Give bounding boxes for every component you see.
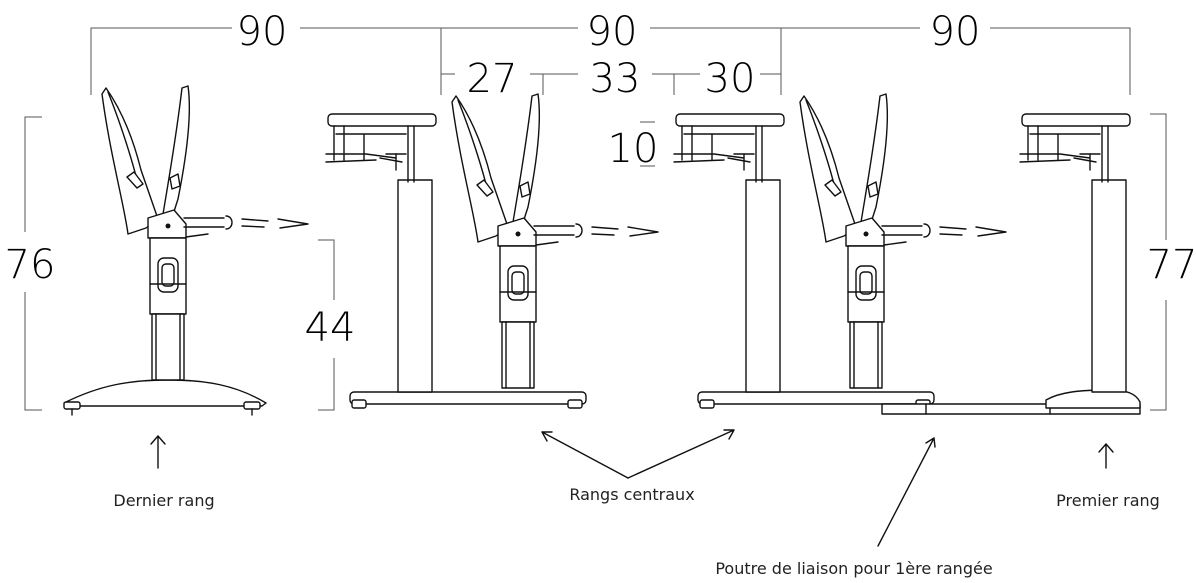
last-row-arrow <box>150 435 166 469</box>
height-label-rear: 76 <box>5 242 56 288</box>
tablet-depth-line <box>640 121 655 167</box>
spacing-label-2: 33 <box>590 56 641 102</box>
top-dimension-lines <box>90 27 1131 95</box>
beam-arrow <box>877 437 936 547</box>
spacing-label-1: 27 <box>467 56 518 102</box>
side-dimension-lines <box>24 113 1167 411</box>
width-label-middle: 90 <box>587 9 638 55</box>
connecting-beam <box>881 403 1141 415</box>
central-row-unit-1 <box>325 93 659 409</box>
tablet-depth-label: 10 <box>608 126 659 172</box>
first-row-stand <box>1019 113 1141 409</box>
last-row-label: Dernier rang <box>113 491 214 510</box>
beam-label: Poutre de liaison pour 1ère rangée <box>715 559 992 578</box>
width-label-left: 90 <box>237 9 288 55</box>
central-rows-arrows <box>541 429 735 479</box>
central-row-unit-2 <box>673 93 1007 409</box>
first-row-label: Premier rang <box>1056 491 1160 510</box>
height-label-front: 77 <box>1147 242 1196 288</box>
width-label-right: 90 <box>930 9 981 55</box>
central-rows-label: Rangs centraux <box>569 485 694 504</box>
spacing-label-3: 30 <box>705 56 756 102</box>
last-row-chair <box>63 85 309 416</box>
seat-height-label: 44 <box>305 305 356 351</box>
first-row-arrow <box>1098 443 1114 469</box>
